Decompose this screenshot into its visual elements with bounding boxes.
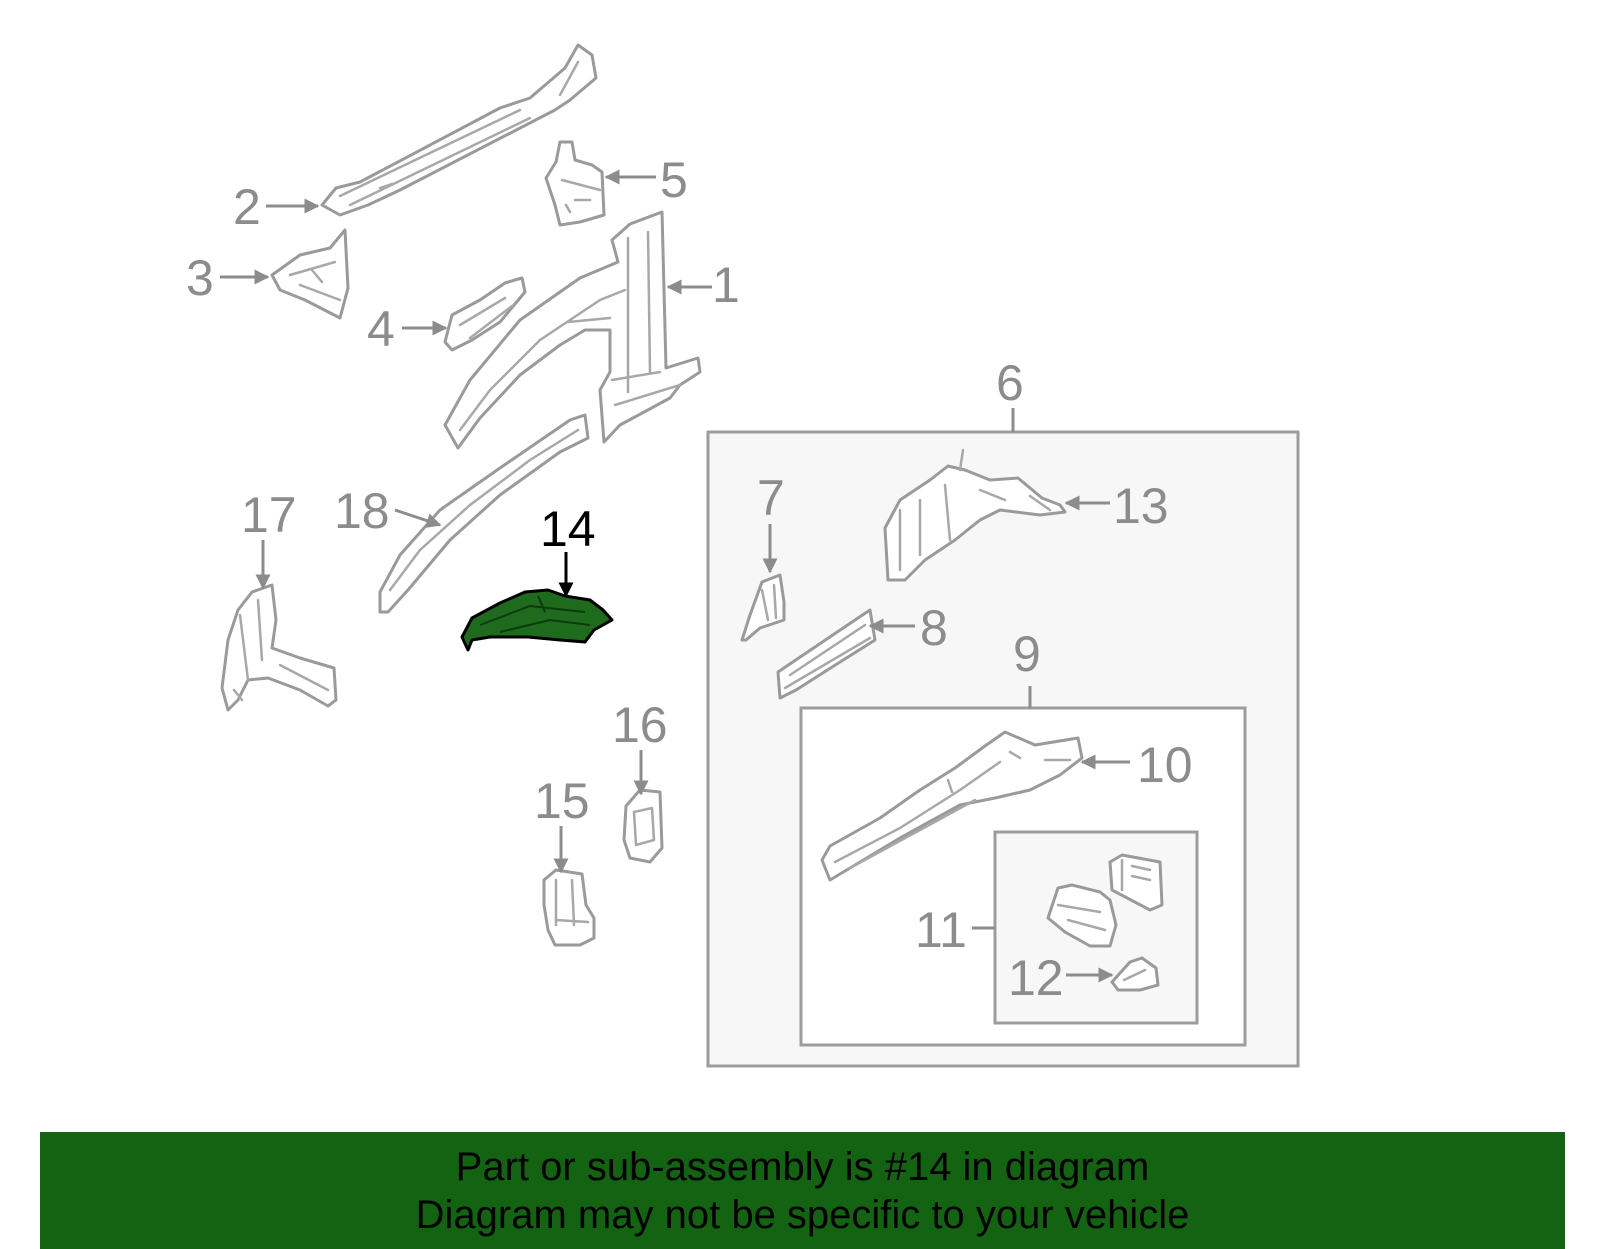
part-3-corner-bracket[interactable] (270, 228, 350, 320)
callout-4: 4 (367, 301, 395, 357)
part-18-side-rail[interactable] (378, 413, 590, 614)
callout-10: 10 (1137, 737, 1193, 793)
part-11-bracket-component[interactable] (1046, 883, 1118, 948)
part-10-rear-rail[interactable] (820, 730, 1084, 882)
part-12-clip[interactable] (1110, 956, 1160, 992)
callout-6: 6 (996, 355, 1024, 411)
part-17-pillar-lower[interactable] (220, 583, 338, 712)
part-2-roof-rail[interactable] (320, 43, 598, 217)
callout-3: 3 (186, 250, 214, 306)
callout-9: 9 (1013, 626, 1041, 682)
callout-18: 18 (334, 483, 390, 539)
callout-12: 12 (1008, 950, 1064, 1006)
part-7-panel[interactable] (740, 573, 786, 642)
callout-15: 15 (534, 773, 590, 829)
info-banner: Part or sub-assembly is #14 in diagram D… (40, 1132, 1565, 1249)
part-14-highlighted[interactable] (460, 588, 614, 652)
part-15-bracket[interactable] (542, 868, 596, 947)
callout-11: 11 (915, 902, 967, 958)
callout-7: 7 (757, 470, 785, 526)
part-1-pillar-assembly[interactable] (443, 210, 702, 450)
part-11-box-component[interactable] (1108, 853, 1164, 912)
callout-14: 14 (540, 501, 596, 557)
callout-1: 1 (712, 257, 740, 313)
part-5-bracket[interactable] (544, 140, 606, 227)
callout-17: 17 (241, 487, 297, 543)
callout-2: 2 (233, 179, 261, 235)
part-4-reinforcement[interactable] (443, 276, 527, 352)
part-16-plate[interactable] (622, 788, 664, 864)
callout-13: 13 (1113, 478, 1169, 534)
leader-18 (394, 508, 442, 528)
banner-line-2: Diagram may not be specific to your vehi… (415, 1192, 1190, 1237)
callout-8: 8 (920, 600, 948, 656)
banner-line-1: Part or sub-assembly is #14 in diagram (455, 1144, 1150, 1189)
part-13-wheelhouse-inner[interactable] (883, 448, 1067, 582)
part-8-rail-section[interactable] (776, 608, 877, 700)
callout-16: 16 (612, 697, 668, 753)
callout-5: 5 (660, 152, 688, 208)
